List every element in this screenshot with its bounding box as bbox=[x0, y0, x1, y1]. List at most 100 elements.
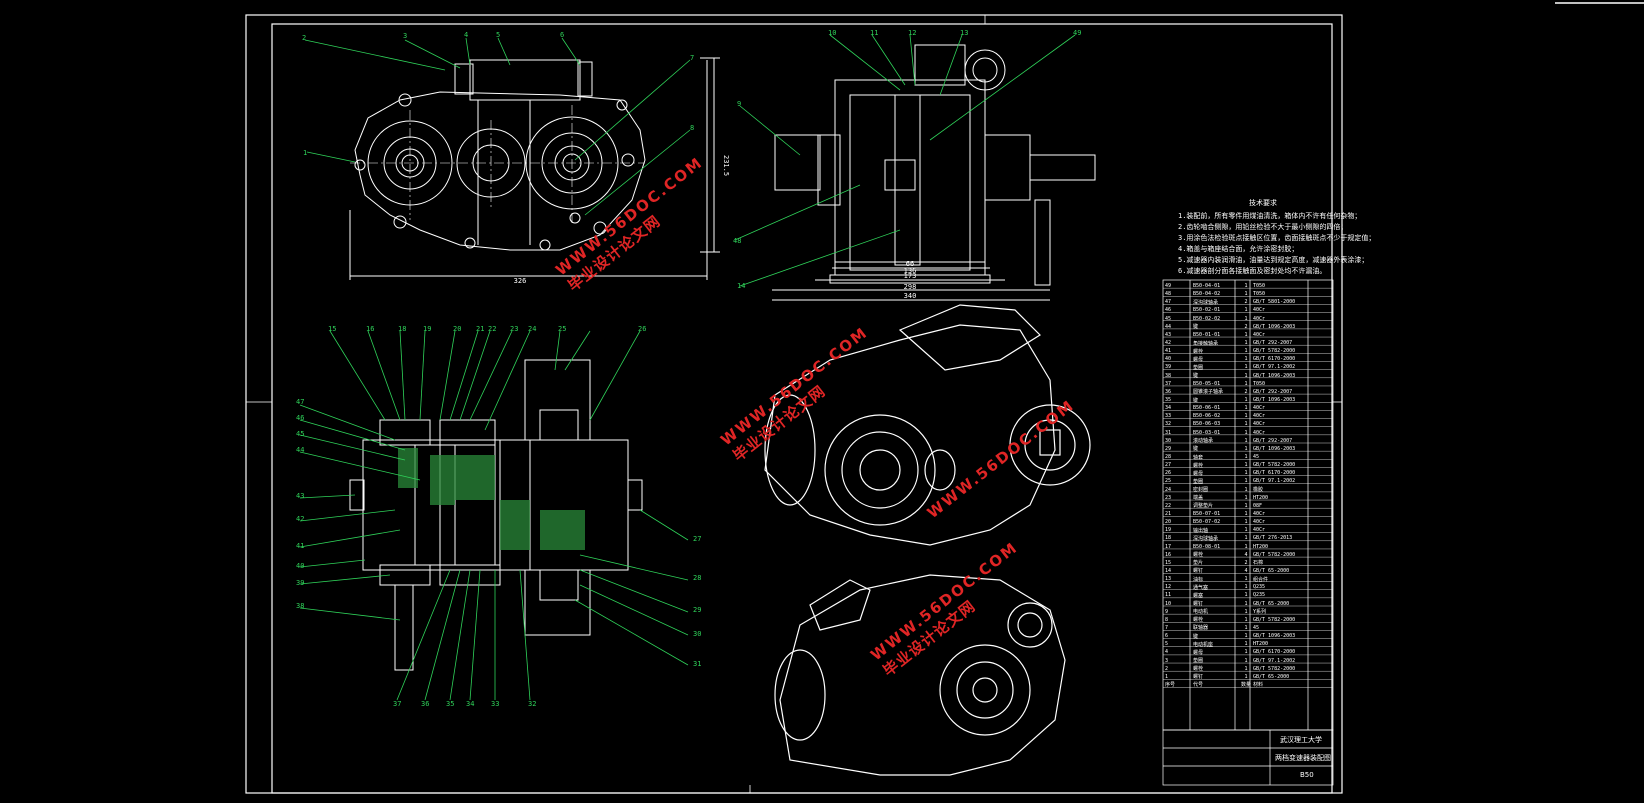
bom-cell: 1 bbox=[1244, 437, 1248, 444]
bom-cell: 38 bbox=[1165, 372, 1172, 379]
bom-cell: 电动机 bbox=[1193, 609, 1209, 616]
bom-cell: 1 bbox=[1244, 454, 1248, 461]
bom-cell: 1 bbox=[1244, 527, 1248, 534]
balloon-label: 27 bbox=[693, 535, 701, 543]
bom-cell: HT200 bbox=[1253, 543, 1269, 550]
balloon-label: 32 bbox=[528, 700, 536, 708]
bom-cell: 2 bbox=[1244, 559, 1248, 566]
balloon-label: 18 bbox=[398, 325, 406, 333]
tech-item-6: 6.减速器剖分面各接触面及密封处均不许漏油。 bbox=[1178, 267, 1327, 275]
bom-cell: 11 bbox=[1165, 592, 1172, 599]
bom-cell: 螺钉 bbox=[1193, 601, 1204, 608]
bom-cell: 34 bbox=[1165, 405, 1172, 412]
bom-cell: 1 bbox=[1244, 543, 1248, 550]
bom-cell: 螺栓 bbox=[1193, 552, 1204, 559]
bom-cell: 14 bbox=[1165, 567, 1172, 574]
tech-item-2: 2.齿轮啮合侧隙，用铅丝检验不大于最小侧隙的四倍； bbox=[1178, 223, 1348, 231]
balloon-label: 34 bbox=[466, 700, 474, 708]
bom-cell: 45 bbox=[1253, 624, 1260, 631]
bom-cell: GB/T 65-2000 bbox=[1253, 567, 1290, 574]
bom-cell: 39 bbox=[1165, 364, 1172, 371]
bom-cell: 螺栓 bbox=[1193, 666, 1204, 673]
bom-cell: B50-07-01 bbox=[1193, 511, 1221, 517]
bom-cell: 1 bbox=[1244, 421, 1248, 428]
balloon-label: 40 bbox=[296, 562, 304, 570]
bom-cell: B50-03-01 bbox=[1193, 429, 1221, 436]
bom-cell: GB/T 1096-2003 bbox=[1253, 372, 1296, 379]
bom-cell: 1 bbox=[1244, 348, 1248, 355]
bom-cell: 1 bbox=[1244, 665, 1248, 672]
balloon-label: 31 bbox=[693, 660, 701, 668]
bom-cell: 序号 bbox=[1165, 682, 1176, 689]
bom-cell: 42 bbox=[1165, 340, 1172, 347]
bom-cell: GB/T 97.1-2002 bbox=[1253, 364, 1296, 371]
bom-cell: 40Cr bbox=[1253, 405, 1266, 412]
bom-cell: 08F bbox=[1253, 502, 1263, 509]
bom-cell: 4 bbox=[1165, 649, 1169, 656]
bom-cell: 40Cr bbox=[1253, 331, 1266, 338]
bom-cell: 40Cr bbox=[1253, 527, 1266, 534]
bom-cell: 40Cr bbox=[1253, 307, 1266, 314]
bom-cell: 调整垫片 bbox=[1193, 503, 1214, 510]
school-name: 武汉理工大学 bbox=[1280, 736, 1322, 744]
bom-cell: T050 bbox=[1253, 291, 1266, 298]
bom-cell: B50-05-01 bbox=[1193, 380, 1221, 387]
bom-cell: 45 bbox=[1253, 454, 1260, 461]
bom-cell: 43 bbox=[1165, 331, 1172, 338]
bom-cell: 1 bbox=[1244, 641, 1248, 648]
bom-cell: 键 bbox=[1193, 446, 1199, 453]
balloon-label: 39 bbox=[296, 579, 304, 587]
bom-cell: 1 bbox=[1244, 380, 1248, 387]
balloon-label: 46 bbox=[296, 414, 304, 422]
balloon-label: 23 bbox=[510, 325, 518, 333]
bom-cell: 44 bbox=[1165, 323, 1172, 330]
bom-cell: 螺栓 bbox=[1193, 348, 1204, 355]
bom-cell: 1 bbox=[1244, 372, 1248, 379]
bom-cell: Y系列 bbox=[1253, 609, 1267, 616]
balloon-label: 38 bbox=[296, 602, 304, 610]
dim-front-height: 231.5 bbox=[722, 155, 730, 176]
bom-cell: 垫片 bbox=[1193, 560, 1204, 567]
dim-side-5: 340 bbox=[904, 292, 917, 300]
bom-cell: GB/T 292-2007 bbox=[1253, 437, 1293, 444]
balloon-label: 47 bbox=[296, 398, 304, 406]
bom-cell: 48 bbox=[1165, 291, 1172, 298]
bom-cell: 1 bbox=[1244, 413, 1248, 420]
bom-cell: 4 bbox=[1244, 551, 1248, 558]
balloon-label: 9 bbox=[737, 100, 741, 108]
bom-cell: 13 bbox=[1165, 576, 1172, 583]
bom-cell: 25 bbox=[1165, 478, 1172, 485]
bom-cell: 47 bbox=[1165, 299, 1172, 306]
bom-cell: 1 bbox=[1244, 600, 1248, 607]
bom-cell: 螺栓 bbox=[1193, 462, 1204, 469]
balloon-label: 20 bbox=[453, 325, 461, 333]
balloon-label: 25 bbox=[558, 325, 566, 333]
balloon-label: 30 bbox=[693, 630, 701, 638]
dim-side-4: 298 bbox=[904, 283, 917, 291]
bom-cell: GB/T 1096-2003 bbox=[1253, 633, 1296, 640]
bom-cell: 通气塞 bbox=[1193, 584, 1209, 591]
bom-cell: 29 bbox=[1165, 445, 1172, 452]
bom-cell: 1 bbox=[1244, 356, 1248, 363]
bom-cell: 1 bbox=[1244, 470, 1248, 477]
bom-cell: 油标 bbox=[1193, 576, 1204, 583]
bom-cell: 5 bbox=[1165, 641, 1169, 648]
bom-cell: B50-04-01 bbox=[1193, 283, 1221, 290]
balloon-label: 3 bbox=[403, 32, 407, 40]
bom-cell: B50-01-01 bbox=[1193, 331, 1221, 338]
bom-cell: 1 bbox=[1244, 511, 1248, 517]
